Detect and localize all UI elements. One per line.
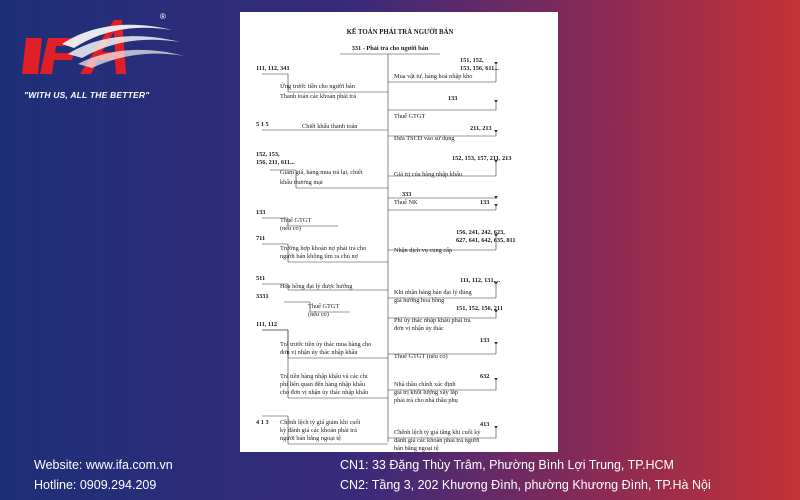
left-entry-text: Trả tiền hàng nhập khẩu và các chi <box>280 373 368 380</box>
left-entry-text: cho đơn vị nhận ủy thác nhập khẩu <box>280 389 369 396</box>
left-entry-text: Chênh lệch tỷ giá giảm khi cuối <box>280 419 361 426</box>
right-entry-text: giá hưởng hoa hồng <box>394 297 445 304</box>
right-entry-text: Nhà thầu chính xác định <box>394 381 456 388</box>
right-account-label: 333 <box>402 191 411 198</box>
right-entry-text: Giá trị của hàng nhập khẩu <box>394 171 463 178</box>
left-entry-text: (nếu có) <box>280 225 301 232</box>
right-entry-text: Phí ủy thác nhập khẩu phải trả <box>394 317 471 324</box>
left-account-label: 152, 153, <box>256 151 280 158</box>
left-entry-text: Thuế GTGT <box>280 217 311 224</box>
slogan: "WITH US, ALL THE BETTER" <box>24 90 150 100</box>
left-entry-text: Trả trước tiền ủy thác mua hàng cho <box>280 341 371 348</box>
left-entry-text: phí liên quan đến hàng nhập khẩu <box>280 381 366 388</box>
right-account-label: 133 <box>480 337 489 344</box>
right-account-label: 151, 152, <box>460 57 484 64</box>
right-account-label: 133 <box>480 199 489 206</box>
right-entry-text: Chênh lệch tỷ giá tăng khi cuối kỳ <box>394 429 481 436</box>
right-entry-text: Khi nhận hàng bán đại lý đúng <box>394 289 472 296</box>
left-entry-text: người bán không tìm ra chủ nợ <box>280 253 359 260</box>
footer-branch-2: CN2: Tầng 3, 202 Khương Đình, phường Khư… <box>340 478 711 492</box>
left-account-label: 133 <box>256 209 265 216</box>
diagram-title: KẾ TOÁN PHẢI TRẢ NGƯỜI BÁN <box>347 28 454 36</box>
left-entry-text: Chiết khấu thanh toán <box>302 123 358 130</box>
left-account-label: 711 <box>256 235 265 242</box>
right-entry-text: phải trả cho nhà thầu phụ <box>394 397 459 404</box>
right-account-label: 151, 152, 156, 211 <box>456 305 503 312</box>
left-account-label: 511 <box>256 275 265 282</box>
left-entry-text: Giảm giá, hàng mua trả lại, chiết <box>280 169 363 176</box>
account-331-label: 331 - Phải trả cho người bán <box>352 45 429 52</box>
right-arrow-head <box>494 196 498 199</box>
right-arrow-head <box>494 310 498 313</box>
left-account-label: 111, 112 <box>256 321 277 328</box>
left-entry-text: Ứng trước tiền cho người bán <box>280 82 356 90</box>
right-entry-text: Thuế GTGT <box>394 113 425 120</box>
right-entry-text: đánh giá các khoản phải trả người <box>394 437 480 444</box>
left-entry-text: kỳ đánh giá các khoản phải trả <box>280 427 357 434</box>
right-account-label: 627, 641, 642, 635, 811 <box>456 237 515 244</box>
left-entry-text: (nếu có) <box>308 311 329 318</box>
left-entry-text: đơn vị nhận ủy thác nhập khẩu <box>280 349 358 356</box>
right-entry-text: Thuế GTGT (nếu có) <box>394 353 448 360</box>
left-account-label: 156, 211, 611... <box>256 159 295 166</box>
right-account-label: 156, 241, 242, 623, <box>456 229 505 236</box>
right-arrow-head <box>494 130 498 133</box>
right-arrow-head <box>494 426 498 429</box>
right-arrow-head <box>494 342 498 345</box>
footer-hotline[interactable]: Hotline: 0909.294.209 <box>34 478 157 492</box>
left-entry-text: khấu thương mại <box>280 179 323 186</box>
right-account-label: 152, 153, 157, 211, 213 <box>452 155 511 162</box>
right-entry-text: Thuế NK <box>394 199 418 206</box>
right-entry-text: giá trị khối lượng xây lắp <box>394 389 458 396</box>
right-account-label: 211, 213 <box>470 125 492 132</box>
right-arrow-head <box>494 234 498 237</box>
right-account-label: 632 <box>480 373 489 380</box>
left-account-label: 3331 <box>256 293 269 300</box>
footer-website[interactable]: Website: www.ifa.com.vn <box>34 458 173 472</box>
right-account-label: 153, 156, 611... <box>460 65 499 72</box>
right-arrow-head <box>494 204 498 207</box>
accounting-diagram: KẾ TOÁN PHẢI TRẢ NGƯỜI BÁN 331 - Phải tr… <box>240 12 558 452</box>
right-entry-text: Mua vật tư, hàng hoá nhập kho <box>394 73 472 80</box>
right-entry-text: Nhận dịch vụ cung cấp <box>394 247 452 254</box>
footer-branch-1: CN1: 33 Đặng Thùy Trâm, Phường Bình Lợi … <box>340 458 674 472</box>
left-account-label: 5 1 5 <box>256 121 269 128</box>
right-entry-text: bán bằng ngoại tệ <box>394 445 439 452</box>
left-entry-text: Thanh toán các khoản phải trả <box>280 93 356 100</box>
ifa-logo <box>22 14 222 110</box>
right-entry-text: Đưa TSCĐ vào sử dụng <box>394 135 455 142</box>
left-account-label: 4 1 3 <box>256 419 269 426</box>
diagram-canvas: KẾ TOÁN PHẢI TRẢ NGƯỜI BÁN 331 - Phải tr… <box>256 28 515 452</box>
left-account-label: 111, 112, 341 <box>256 65 290 72</box>
right-arrow-head <box>494 62 498 65</box>
left-entry-text: Trường hợp khoản nợ phải trả cho <box>280 245 366 252</box>
right-account-label: 133 <box>448 95 457 102</box>
right-arrow-head <box>494 100 498 103</box>
right-entry-text: đơn vị nhận ủy thác <box>394 325 444 332</box>
right-arrow-head <box>494 160 498 163</box>
registered-mark: ® <box>160 12 166 21</box>
right-arrow-head <box>494 378 498 381</box>
right-arrow-head <box>494 282 498 285</box>
right-account-label: 413 <box>480 421 489 428</box>
left-entry-text: người bán bằng ngoại tệ <box>280 435 341 442</box>
left-entry-text: Thuế GTGT <box>308 303 339 310</box>
right-account-label: 111, 112, 131,... <box>460 277 500 284</box>
left-entry-text: Hoa hồng đại lý được hưởng <box>280 283 353 290</box>
